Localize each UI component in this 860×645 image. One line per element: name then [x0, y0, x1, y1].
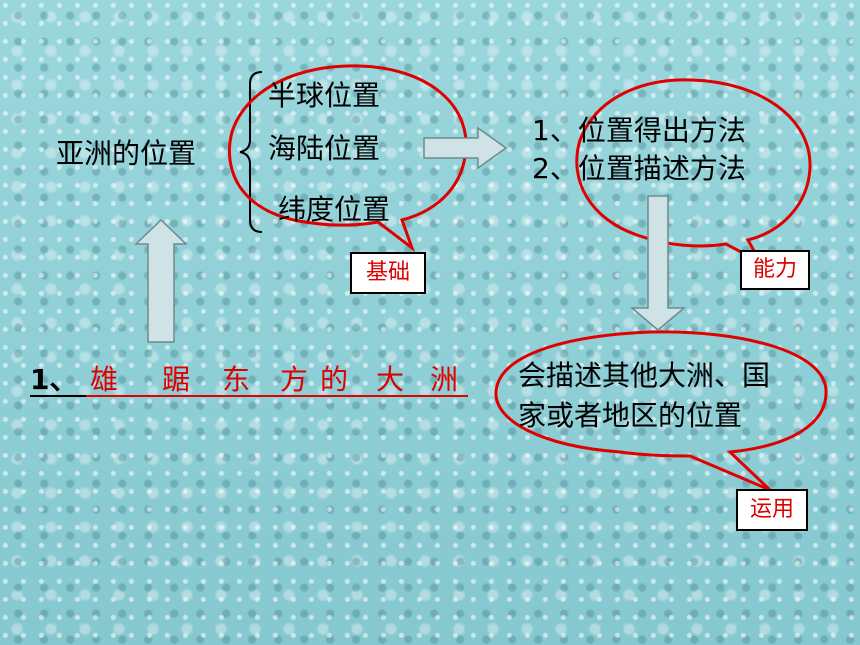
latitude-position: 纬度位置 [278, 193, 391, 226]
tag-apply: 运用 [736, 489, 808, 531]
callout-ability [575, 78, 812, 266]
bottom-word-6: 洲 [430, 363, 459, 396]
apply-text-line-1: 会描述其他大洲、国 [518, 359, 771, 392]
tag-basic: 基础 [350, 252, 426, 294]
bottom-line-prefix: 1、 [30, 363, 78, 396]
right-arrow [423, 126, 508, 170]
apply-text-line-2: 家或者地区的位置 [518, 399, 743, 432]
bottom-word-3: 方 [280, 363, 309, 396]
tag-ability: 能力 [740, 250, 810, 290]
bottom-word-1: 踞 [162, 363, 191, 396]
down-arrow [629, 195, 687, 331]
brace [239, 71, 263, 233]
bottom-word-4: 的 [320, 363, 349, 396]
sea-land-position: 海陆位置 [268, 132, 381, 165]
asia-position-label: 亚洲的位置 [56, 137, 197, 170]
method-item-2: 2、位置描述方法 [532, 152, 746, 185]
method-item-1: 1、位置得出方法 [532, 114, 746, 147]
bottom-word-2: 东 [222, 363, 251, 396]
bottom-word-5: 大 [376, 363, 405, 396]
bottom-word-0: 雄 [90, 363, 119, 396]
callout-basic [227, 64, 468, 253]
hemisphere-position: 半球位置 [268, 79, 381, 112]
up-arrow [134, 218, 188, 343]
callout-apply [494, 330, 828, 492]
